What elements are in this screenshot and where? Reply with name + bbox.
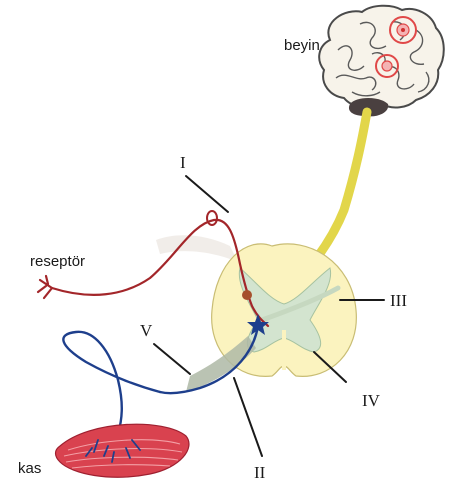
ventral-root xyxy=(186,336,256,392)
interneuron-tract xyxy=(259,285,341,323)
label-roman-4: IV xyxy=(362,391,381,410)
dorsal-root-shadow xyxy=(156,235,238,262)
label-receptor: reseptör xyxy=(30,253,85,270)
label-roman-3: III xyxy=(390,291,407,310)
muscle-fibers xyxy=(63,439,183,469)
label-roman-2: II xyxy=(254,463,266,482)
leader-line-2 xyxy=(233,377,263,457)
brain xyxy=(318,4,445,117)
motor-end-plates xyxy=(85,439,141,463)
motor-neuron-cell-body xyxy=(247,314,269,335)
sensory-area-marker-bottom xyxy=(375,54,399,78)
cerebellum xyxy=(348,98,389,117)
label-roman-5: V xyxy=(140,321,153,340)
sensory-area-marker-top xyxy=(389,16,417,44)
muscle xyxy=(54,423,190,478)
leader-line-1 xyxy=(185,175,229,213)
sensory-ganglion-cell xyxy=(206,210,218,226)
sensory-synapse-dot xyxy=(242,290,252,300)
label-muscle: kas xyxy=(18,460,41,477)
label-roman-1: I xyxy=(180,153,186,172)
spinal-cord xyxy=(156,235,357,392)
leader-line-4 xyxy=(313,351,347,383)
leader-lines xyxy=(153,175,385,457)
leader-line-5 xyxy=(153,343,191,375)
central-canal xyxy=(282,330,286,370)
label-brain: beyin xyxy=(284,37,320,54)
sensory-neuron xyxy=(36,218,270,328)
muscle-body xyxy=(54,423,190,478)
